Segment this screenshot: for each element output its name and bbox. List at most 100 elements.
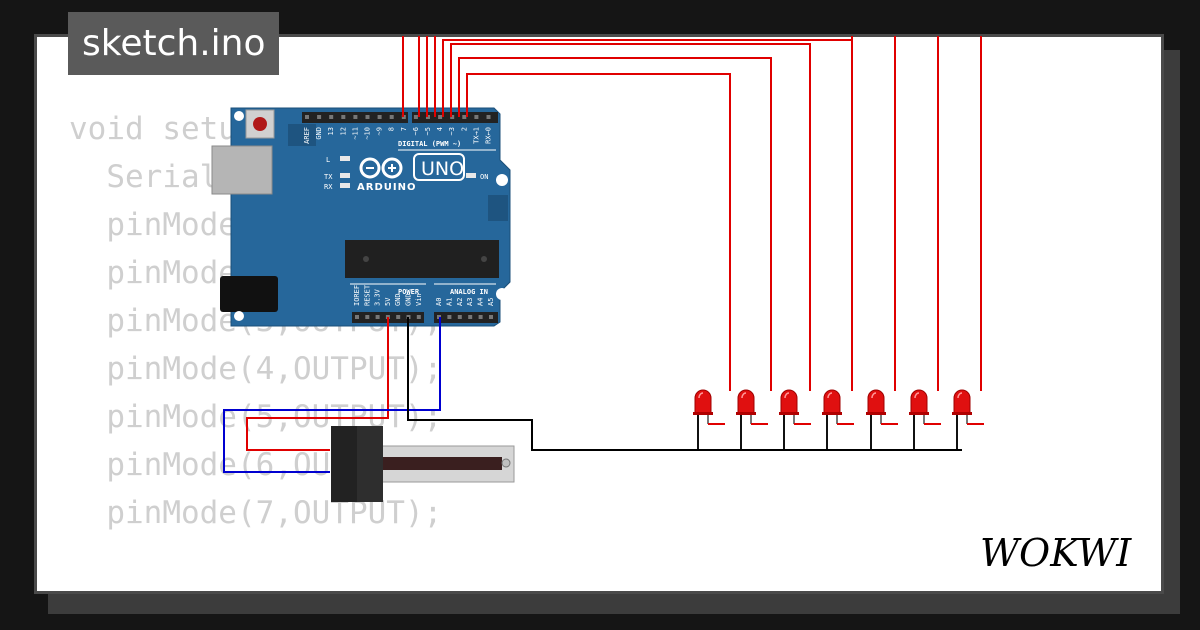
atmega-chip	[345, 240, 499, 278]
digital-wires[interactable]	[402, 36, 982, 391]
pin-label: ~9	[376, 127, 384, 135]
wire-d3-led[interactable]	[450, 43, 811, 391]
led-tx-indicator	[340, 173, 350, 178]
red-led[interactable]	[693, 389, 725, 450]
wire-gnd[interactable]	[407, 317, 962, 451]
led-l-indicator	[340, 156, 350, 161]
board-model: UNO	[421, 158, 464, 180]
led-on-indicator	[466, 173, 476, 178]
pin-label: RESET	[363, 284, 371, 306]
power-label: POWER	[398, 288, 420, 296]
pin-hole[interactable]	[377, 115, 382, 119]
pin-hole[interactable]	[365, 115, 370, 119]
pin-label: TX→1	[472, 127, 480, 144]
usb-connector	[211, 145, 273, 195]
wire-a0-pot[interactable]	[223, 317, 441, 473]
wire-d1-led[interactable]	[466, 73, 731, 391]
icsp-header-1	[288, 124, 316, 146]
red-led[interactable]	[909, 389, 941, 450]
pin-label: 12	[339, 127, 347, 135]
pin-label: ~5	[424, 127, 432, 135]
pin-label: 2	[460, 127, 468, 131]
pin-hole[interactable]	[474, 115, 479, 119]
board-brand: ARDUINO	[357, 182, 416, 193]
pin-hole[interactable]	[486, 115, 491, 119]
pin-hole[interactable]	[329, 115, 334, 119]
digital-label: DIGITAL (PWM ~)	[398, 140, 461, 148]
led-tx-label: TX	[324, 173, 333, 181]
analog-label: ANALOG IN	[450, 288, 488, 296]
pin-label: AREF	[303, 127, 311, 144]
pin-label: GND	[405, 293, 413, 306]
slide-potentiometer[interactable]	[331, 426, 515, 502]
led-l-label: L	[326, 156, 330, 164]
reset-button-cap[interactable]	[253, 117, 267, 131]
pin-hole[interactable]	[341, 115, 346, 119]
pin-label: A4	[477, 298, 485, 306]
red-led[interactable]	[952, 389, 984, 450]
pin-hole[interactable]	[416, 315, 421, 319]
analog-header	[434, 312, 498, 323]
pin-label: 13	[327, 127, 335, 135]
pin-hole[interactable]	[353, 115, 358, 119]
pin-label: Vin	[415, 293, 423, 306]
arduino-logo	[359, 157, 403, 179]
pin-label: ~6	[412, 127, 420, 135]
pin-label: ~3	[448, 127, 456, 135]
pin-label: 5V	[384, 297, 392, 306]
pin-hole[interactable]	[413, 115, 418, 119]
pin-label: GND	[315, 127, 323, 140]
pin-hole[interactable]	[305, 115, 309, 119]
pin-label: RX←0	[485, 127, 493, 144]
pin-label: A5	[487, 298, 495, 306]
pin-hole[interactable]	[450, 115, 455, 119]
pin-label: 8	[388, 127, 396, 131]
wire-5v-pot[interactable]	[246, 317, 389, 451]
pin-label: ~10	[364, 127, 372, 140]
wire-d4[interactable]	[442, 36, 853, 117]
slider-knob-left[interactable]	[331, 426, 357, 502]
wokwi-logo-text: WOKWI	[980, 531, 1132, 575]
pin-hole[interactable]	[462, 115, 467, 119]
led-row[interactable]	[693, 389, 984, 450]
red-led[interactable]	[866, 389, 898, 450]
pin-label: A1	[445, 298, 453, 306]
pin-hole[interactable]	[355, 315, 359, 319]
code-line: pinMode(7,OUTPUT);	[106, 495, 443, 531]
pin-label: A0	[435, 298, 443, 306]
pin-hole[interactable]	[389, 115, 394, 119]
red-led[interactable]	[822, 389, 854, 450]
wire-d2-led[interactable]	[458, 57, 772, 391]
sketch-title: sketch.ino	[68, 12, 280, 75]
digital-header-low	[412, 112, 498, 123]
pin-label: A3	[466, 298, 474, 306]
pin-hole[interactable]	[317, 115, 322, 119]
red-led[interactable]	[736, 389, 768, 450]
pin-hole[interactable]	[396, 315, 401, 319]
red-led[interactable]	[779, 389, 811, 450]
pin-hole[interactable]	[447, 315, 452, 319]
pin-hole[interactable]	[457, 315, 462, 319]
pin-hole[interactable]	[365, 315, 370, 319]
pin-label: 4	[436, 127, 444, 131]
icsp-header-2	[488, 195, 508, 221]
wokwi-logo: WOKWI	[980, 531, 1132, 575]
pin-label: 7	[400, 127, 408, 131]
led-on-label: ON	[480, 173, 488, 181]
led-rx-indicator	[340, 183, 350, 188]
slider-knob-right[interactable]	[357, 426, 383, 502]
pin-hole[interactable]	[489, 315, 493, 319]
pin-label: IOREF	[353, 285, 361, 306]
pin-label: GND	[394, 293, 402, 306]
pin-hole[interactable]	[468, 315, 473, 319]
code-line: pinMode(4,OUTPUT);	[106, 351, 443, 387]
pin-hole[interactable]	[375, 315, 380, 319]
pin-label: ~11	[351, 127, 359, 140]
pin-hole[interactable]	[478, 315, 483, 319]
power-jack	[220, 276, 278, 312]
pin-hole[interactable]	[438, 115, 443, 119]
led-rx-label: RX	[324, 183, 333, 191]
pin-label: 3.3V	[374, 288, 382, 306]
